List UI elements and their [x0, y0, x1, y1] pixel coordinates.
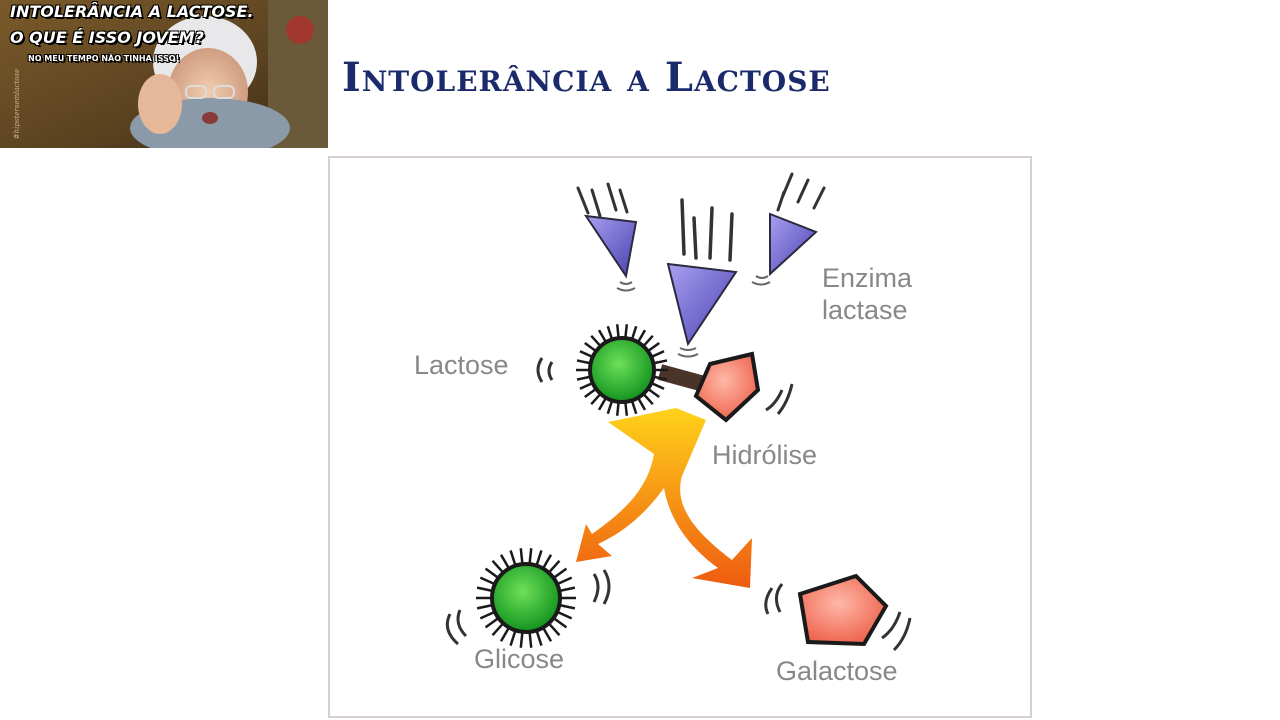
hydrolysis-arrow — [576, 408, 752, 588]
enzyme-right — [751, 172, 826, 286]
label-enzyme-line1: Enzima — [822, 263, 913, 293]
label-enzyme-lactase: Enzima lactase — [822, 262, 912, 326]
meme-caption-line3: NO MEU TEMPO NÃO TINHA ISSO! — [28, 54, 180, 63]
label-lactose: Lactose — [414, 350, 509, 380]
slide-title: Intolerância a Lactose — [342, 54, 831, 101]
meme-photo — [0, 0, 328, 148]
label-galactose: Galactose — [776, 656, 898, 686]
lactose-hydrolysis-diagram: Enzima lactase Lactose Hidrólise Glicose… — [328, 156, 1032, 718]
enzyme-left — [576, 182, 638, 292]
lactose-molecule — [536, 324, 794, 423]
lactose-galactose-unit — [693, 351, 761, 423]
meme-image: INTOLERÂNCIA A LACTOSE. O QUE É ISSO JOV… — [0, 0, 328, 148]
enzyme-center — [666, 198, 738, 358]
meme-watermark: #hipstersemlactose — [13, 68, 22, 140]
label-enzyme-line2: lactase — [822, 295, 908, 325]
meme-caption-line1: INTOLERÂNCIA A LACTOSE. — [10, 2, 254, 21]
galactose-product — [764, 573, 912, 652]
meme-caption-line2: O QUE É ISSO JOVEM? — [10, 28, 204, 47]
glucose-product — [445, 548, 611, 648]
lactose-glucose-unit — [576, 324, 668, 416]
diagram-graphics — [445, 172, 912, 652]
label-glucose: Glicose — [474, 644, 565, 674]
label-hydrolysis: Hidrólise — [712, 440, 818, 470]
